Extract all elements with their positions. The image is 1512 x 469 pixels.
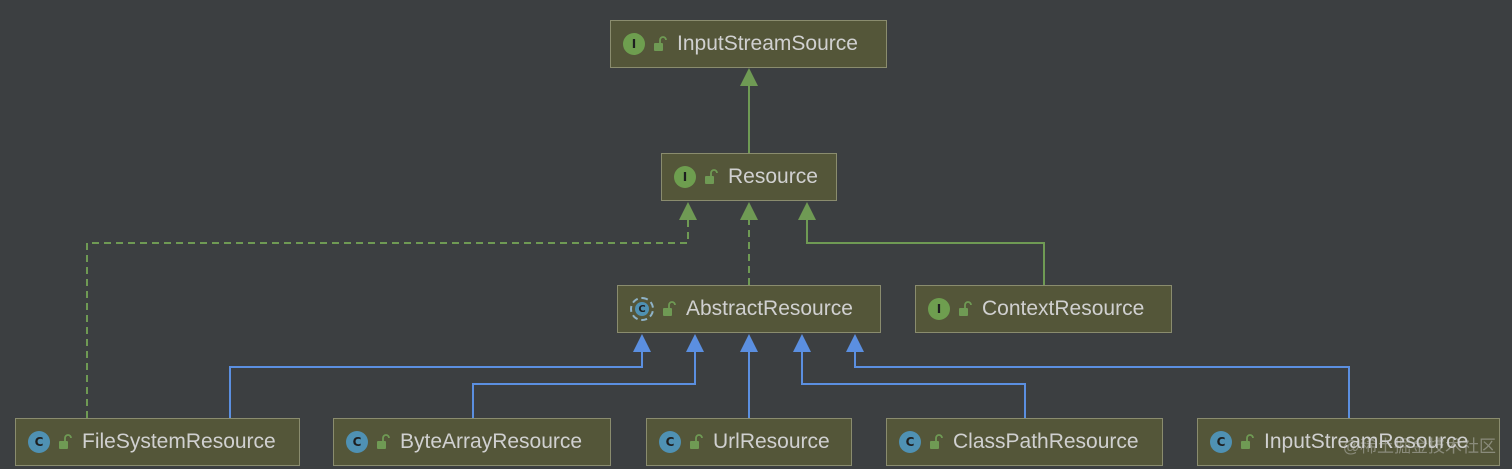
node-inputstreamresource[interactable]: C InputStreamResource — [1197, 418, 1500, 466]
class-kind-icon: C — [899, 431, 921, 453]
public-lock-icon — [930, 434, 943, 449]
public-lock-icon — [377, 434, 390, 449]
node-abstractresource[interactable]: C AbstractResource — [617, 285, 881, 333]
class-kind-icon: C — [659, 431, 681, 453]
edge-inputstreamresource-to-abstractresource — [854, 352, 1350, 418]
arrowhead-inputstreamresource-to-abstractresource — [846, 334, 864, 352]
edge-bytearrayresource-to-abstractresource — [472, 352, 696, 418]
public-lock-icon — [59, 434, 72, 449]
public-lock-icon — [705, 169, 718, 184]
public-lock-icon — [663, 301, 676, 316]
public-lock-icon — [690, 434, 703, 449]
edge-classpathresource-to-abstractresource — [801, 352, 1026, 418]
arrowhead-filesystemresource-to-resource — [679, 202, 697, 220]
node-inputstreamsource[interactable]: I InputStreamSource — [610, 20, 887, 68]
node-label: ClassPathResource — [953, 430, 1139, 453]
watermark-text: @稀土掘金技术社区 — [1342, 437, 1496, 456]
edge-filesystemresource-to-abstractresource — [229, 352, 643, 418]
node-contextresource[interactable]: I ContextResource — [915, 285, 1172, 333]
arrowhead-urlresource-to-abstractresource — [740, 334, 758, 352]
interface-kind-icon: I — [623, 33, 645, 55]
node-filesystemresource[interactable]: C FileSystemResource — [15, 418, 300, 466]
node-label: InputStreamResource — [1264, 430, 1469, 453]
arrowhead-resource-to-inputstreamsource — [740, 68, 758, 86]
node-label: InputStreamSource — [677, 32, 858, 55]
edge-filesystemresource-to-resource — [86, 220, 689, 418]
node-classpathresource[interactable]: C ClassPathResource — [886, 418, 1163, 466]
node-label: ContextResource — [982, 297, 1145, 320]
node-label: UrlResource — [713, 430, 830, 453]
node-resource[interactable]: I Resource — [661, 153, 837, 201]
arrowhead-classpathresource-to-abstractresource — [793, 334, 811, 352]
public-lock-icon — [959, 301, 972, 316]
node-urlresource[interactable]: C UrlResource — [646, 418, 852, 466]
edge-contextresource-to-resource — [806, 220, 1045, 285]
node-label: Resource — [728, 165, 818, 188]
public-lock-icon — [654, 36, 667, 51]
node-label: ByteArrayResource — [400, 430, 583, 453]
class-kind-icon: C — [28, 431, 50, 453]
arrowhead-filesystemresource-to-abstractresource — [633, 334, 651, 352]
abstract-kind-icon: C — [630, 297, 654, 321]
node-bytearrayresource[interactable]: C ByteArrayResource — [333, 418, 611, 466]
node-label: FileSystemResource — [82, 430, 276, 453]
node-label: AbstractResource — [686, 297, 853, 320]
interface-kind-icon: I — [928, 298, 950, 320]
arrowhead-contextresource-to-resource — [798, 202, 816, 220]
class-kind-icon: C — [1210, 431, 1232, 453]
public-lock-icon — [1241, 434, 1254, 449]
arrowhead-abstractresource-to-resource — [740, 202, 758, 220]
arrowhead-bytearrayresource-to-abstractresource — [686, 334, 704, 352]
class-kind-icon: C — [346, 431, 368, 453]
interface-kind-icon: I — [674, 166, 696, 188]
